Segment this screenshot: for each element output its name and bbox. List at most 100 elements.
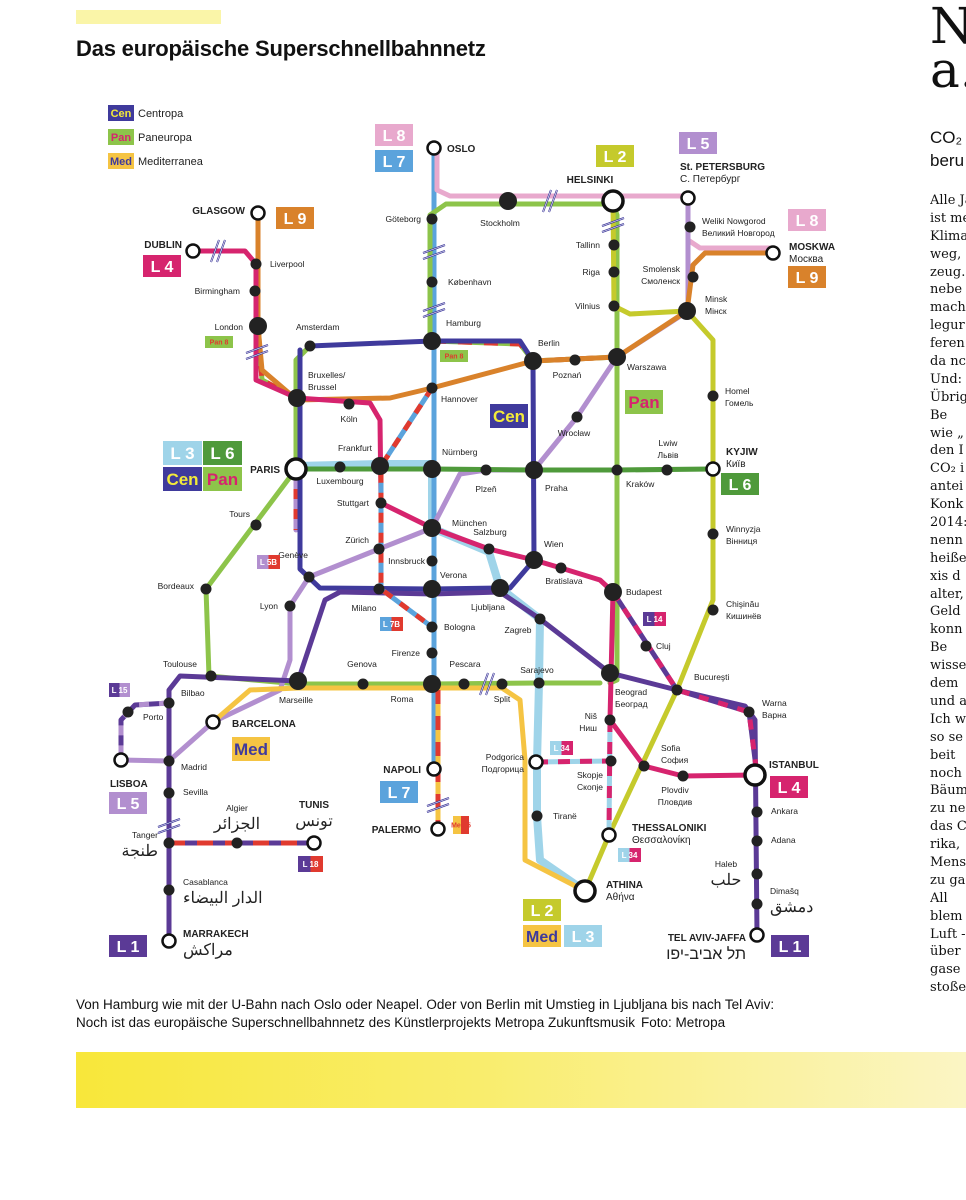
station-madrid[interactable]: Madrid — [163, 755, 208, 773]
station-praha[interactable]: Praha — [525, 461, 568, 493]
station-nurnberg[interactable]: Nürnberg — [423, 447, 478, 478]
station-lyon[interactable]: Lyon — [260, 600, 296, 612]
station-bilbao[interactable]: Bilbao — [163, 688, 205, 709]
station-birmingham[interactable]: Birmingham — [195, 285, 261, 297]
station-kobenhavn[interactable]: København — [426, 276, 492, 288]
station-geneve[interactable]: Genève — [278, 550, 315, 583]
station-bratislava[interactable]: Bratislava — [545, 562, 583, 587]
station-helsinki[interactable]: HELSINKI — [567, 175, 625, 213]
station-zagreb[interactable]: Zagreb — [505, 613, 546, 636]
station-goteborg[interactable]: Göteborg — [386, 213, 438, 225]
station-stockholm[interactable]: Stockholm — [480, 192, 520, 228]
station-plzen[interactable]: Plzeň — [475, 464, 497, 495]
station-toulouse[interactable]: Toulouse — [163, 659, 217, 682]
station-barcelona[interactable]: BARCELONA — [205, 714, 296, 731]
station-napoli[interactable]: NAPOLI — [383, 761, 442, 777]
station-marseille[interactable]: Marseille — [279, 672, 313, 705]
station-london[interactable]: London — [215, 317, 267, 335]
station-istanbul[interactable]: ISTANBUL — [743, 760, 819, 787]
station-milano[interactable]: Milano — [351, 583, 385, 614]
station-riga[interactable]: Riga — [583, 266, 620, 278]
station-tirane[interactable]: Tiranë — [531, 810, 578, 822]
station-bucuresti[interactable]: Bucureşti — [671, 672, 730, 696]
station-vilnius[interactable]: Vilnius — [575, 300, 620, 312]
station-poznan[interactable]: Poznań — [553, 354, 582, 381]
station-roma[interactable]: Roma — [391, 675, 441, 704]
station-wien[interactable]: Wien — [525, 539, 564, 569]
station-split[interactable]: Split — [494, 678, 511, 705]
station-amsterdam[interactable]: Amsterdam — [296, 322, 339, 352]
station-tallinn[interactable]: Tallinn — [576, 239, 620, 251]
station-stuttgart[interactable]: Stuttgart — [337, 497, 387, 509]
body-line: Ich w — [930, 711, 966, 727]
station-bologna[interactable]: Bologna — [426, 621, 476, 633]
station-porto[interactable]: Porto — [122, 706, 164, 723]
station-budapest[interactable]: Budapest — [604, 583, 663, 601]
station-firenze[interactable]: Firenze — [392, 647, 438, 659]
station-hannover[interactable]: Hannover — [426, 382, 479, 405]
station-marker — [678, 302, 696, 320]
station-bordeaux[interactable]: Bordeaux — [158, 581, 212, 595]
station-lisboa[interactable]: LISBOA — [110, 752, 148, 791]
station-verona[interactable]: Verona — [423, 570, 467, 598]
station-innsbruck[interactable]: Innsbruck — [388, 555, 438, 567]
station-warszawa[interactable]: Warszawa — [608, 348, 667, 372]
station-sarajevo[interactable]: Sarajevo — [520, 665, 554, 689]
station-label: Brussel — [308, 382, 336, 392]
station-pescara[interactable]: Pescara — [449, 659, 481, 690]
station-zurich[interactable]: Zürich — [345, 535, 385, 555]
station-luxembourg[interactable]: Luxembourg — [316, 461, 364, 487]
station-sevilla[interactable]: Sevilla — [163, 787, 209, 799]
station-label: Кишинёв — [726, 611, 762, 621]
station-liverpool[interactable]: Liverpool — [250, 258, 305, 270]
station-glasgow[interactable]: GLASGOW — [192, 205, 266, 221]
station-berlin[interactable]: Berlin — [524, 338, 560, 370]
station-paris[interactable]: PARIS — [250, 457, 308, 481]
station-wroclaw[interactable]: Wrocław — [558, 411, 591, 439]
station-krakow[interactable]: Kraków — [611, 464, 656, 490]
station-frankfurt[interactable]: Frankfurt — [338, 443, 389, 475]
station-ljubljana[interactable]: Ljubljana — [471, 579, 509, 612]
station-cluj[interactable]: Cluj — [640, 640, 671, 652]
station-oslo[interactable]: OSLO — [426, 140, 476, 156]
station-label: Beograd — [615, 687, 647, 697]
station-bruxelles[interactable]: Bruxelles/Brussel — [288, 370, 346, 407]
station-munchen[interactable]: München — [423, 518, 487, 537]
station-adana[interactable]: Adana — [751, 835, 796, 847]
station-koln[interactable]: Köln — [340, 398, 358, 425]
station-salzburg[interactable]: Salzburg — [473, 527, 507, 555]
station-hamburg[interactable]: Hamburg — [423, 318, 481, 350]
station-genova[interactable]: Genova — [347, 659, 377, 690]
station-ankara[interactable]: Ankara — [751, 806, 799, 818]
station-palermo[interactable]: PALERMO — [372, 821, 446, 837]
station-tours[interactable]: Tours — [229, 509, 262, 531]
station-dublin[interactable]: DUBLIN — [144, 240, 201, 259]
